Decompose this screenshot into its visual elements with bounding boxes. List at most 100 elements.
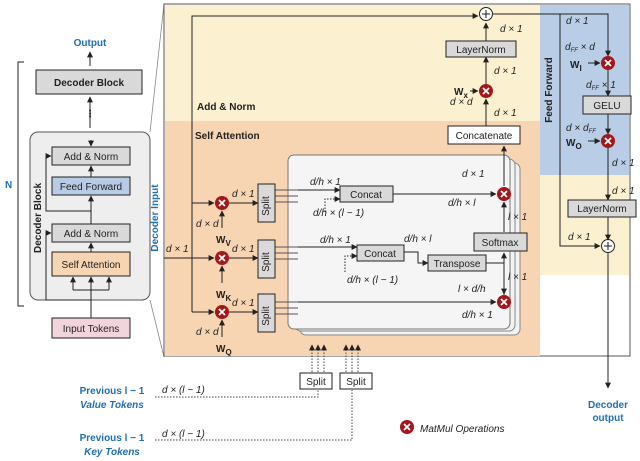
dim-d1-input: d × 1 (166, 244, 189, 255)
self-attention-box (51, 251, 131, 277)
n-label: N (5, 180, 12, 191)
legend-matmul-icon (399, 419, 415, 435)
dim-dh1-c: d/h × 1 (462, 310, 493, 321)
concat-1-box (339, 185, 394, 203)
wk-label: WK (216, 290, 231, 303)
add-norm-region-label: Add & Norm (197, 102, 255, 113)
wi-label: WI (570, 60, 582, 73)
dim-d1-in-q: d × 1 (232, 298, 255, 309)
dim-d1-ln-top: d × 1 (494, 66, 517, 77)
residual-add-top-icon (479, 7, 493, 21)
dim-dh1-b: d/h × 1 (320, 235, 351, 246)
split-bottom-1-box (299, 372, 333, 390)
gelu-label: GELU (593, 101, 620, 112)
add-norm-region (165, 5, 540, 121)
prev-value-label-2: Value Tokens (80, 400, 144, 411)
softmax-label: Softmax (482, 238, 519, 249)
dim-d1-ln-right-below: d × 1 (568, 232, 591, 243)
left-overview: Output Decoder Block ⋮ N Decoder Block A… (5, 3, 165, 358)
dim-d1-top-right: d × 1 (566, 16, 589, 27)
decoder-block-top-box (35, 69, 143, 95)
main-region: Add & Norm Self Attention Feed Forward D… (150, 3, 637, 424)
add-norm-bottom-label: Add & Norm (64, 229, 118, 240)
dim-l-dh: l × d/h (458, 284, 486, 295)
concatenate-box (447, 125, 521, 145)
concatenate-label: Concatenate (456, 131, 513, 142)
feed-forward-region-label: Feed Forward (544, 57, 555, 123)
zoom-line-bottom (149, 299, 165, 358)
add-norm-region-right (540, 175, 629, 275)
decoder-output-label-1: Decoder (588, 400, 628, 411)
dim-d-l1-k: d × (l − 1) (162, 429, 205, 440)
self-attention-region-label: Self Attention (195, 131, 260, 142)
input-tokens-label: Input Tokens (63, 324, 120, 335)
feed-forward-region (540, 5, 629, 175)
dim-dxd-wx: d × d (450, 97, 473, 108)
layernorm-top-box (445, 40, 517, 58)
dim-dh-l-a: d/h × l (448, 198, 476, 209)
split-bottom-2-label: Split (346, 377, 366, 388)
dim-d1-in-k: d × 1 (232, 244, 255, 255)
matmul-wk-icon (214, 250, 230, 266)
output-label: Output (74, 38, 107, 49)
self-attention-label: Self Attention (62, 260, 121, 271)
dim-l1-a: l × 1 (508, 212, 527, 223)
transpose-box (427, 254, 487, 272)
dim-dh1-a: d/h × 1 (310, 177, 341, 188)
add-norm-top-box (51, 146, 131, 166)
previous-tokens: Split Split d × (l − 1) d × (l − 1) Prev… (80, 344, 504, 458)
gelu-box (582, 95, 632, 115)
legend-label: MatMul Operations (420, 424, 504, 435)
decoder-input-label: Decoder Input (150, 184, 161, 252)
layernorm-right-label: LayerNorm (577, 204, 626, 215)
dim-dff-d: dFF × d (565, 42, 595, 54)
softmax-box (473, 232, 528, 252)
dim-l1-b: l × 1 (508, 272, 527, 283)
split-2-box (257, 239, 276, 279)
matmul-wx-icon (478, 83, 494, 99)
decoder-block-top-label: Decoder Block (54, 78, 124, 89)
dim-d-h-l: d/h × l (404, 234, 432, 245)
concat-2-box (356, 244, 405, 262)
decoder-output-label-2: output (592, 413, 624, 424)
repeat-bracket (17, 61, 24, 307)
dim-dh-l1: d/h × (l − 1) (313, 208, 364, 219)
wq-label: WQ (216, 344, 232, 357)
add-norm-top-label: Add & Norm (64, 152, 118, 163)
dim-d1-in-v: d × 1 (232, 189, 255, 200)
matmul-wi-icon (600, 55, 616, 71)
dim-dxd-q: d × d (196, 327, 219, 338)
matmul-wo-icon (600, 133, 616, 149)
transpose-label: Transpose (434, 259, 481, 270)
ellipsis: ⋮ (85, 109, 95, 120)
decoder-block-side-label: Decoder Block (33, 183, 44, 253)
concat-2-label: Concat (364, 249, 396, 260)
dim-dh-l1-b: d/h × (l − 1) (347, 275, 398, 286)
split-1-label: Split (261, 196, 272, 216)
wv-label: WV (216, 235, 231, 248)
prev-key-label-1: Previous l − 1 (80, 433, 145, 444)
split-3-box (257, 293, 276, 333)
matmul-attn-qk-icon (496, 294, 512, 310)
feed-forward-label: Feed Forward (60, 182, 122, 193)
prev-key-label-2: Key Tokens (84, 447, 140, 458)
matmul-attn-v-icon (496, 186, 512, 202)
split-bottom-2-box (339, 372, 373, 390)
layernorm-top-label: LayerNorm (456, 45, 505, 56)
dim-d1-wo: d × 1 (612, 158, 635, 169)
dim-d1-top-plus: d × 1 (500, 24, 523, 35)
zoom-line-top (149, 3, 165, 133)
matmul-wv-icon (214, 195, 230, 211)
prev-value-label-1: Previous l − 1 (80, 386, 145, 397)
layernorm-right-box (567, 199, 637, 218)
dim-d-l1-v: d × (l − 1) (162, 385, 205, 396)
wo-label: WO (566, 138, 582, 151)
dim-d1-mid-top: d × 1 (494, 108, 517, 119)
residual-add-right-icon (601, 239, 615, 253)
dim-d-dff: d × dFF (566, 123, 596, 135)
matmul-wq-icon (214, 304, 230, 320)
split-2-label: Split (261, 252, 272, 272)
concat-1-label: Concat (350, 190, 382, 201)
dim-d1-ln-right: d × 1 (612, 186, 635, 197)
